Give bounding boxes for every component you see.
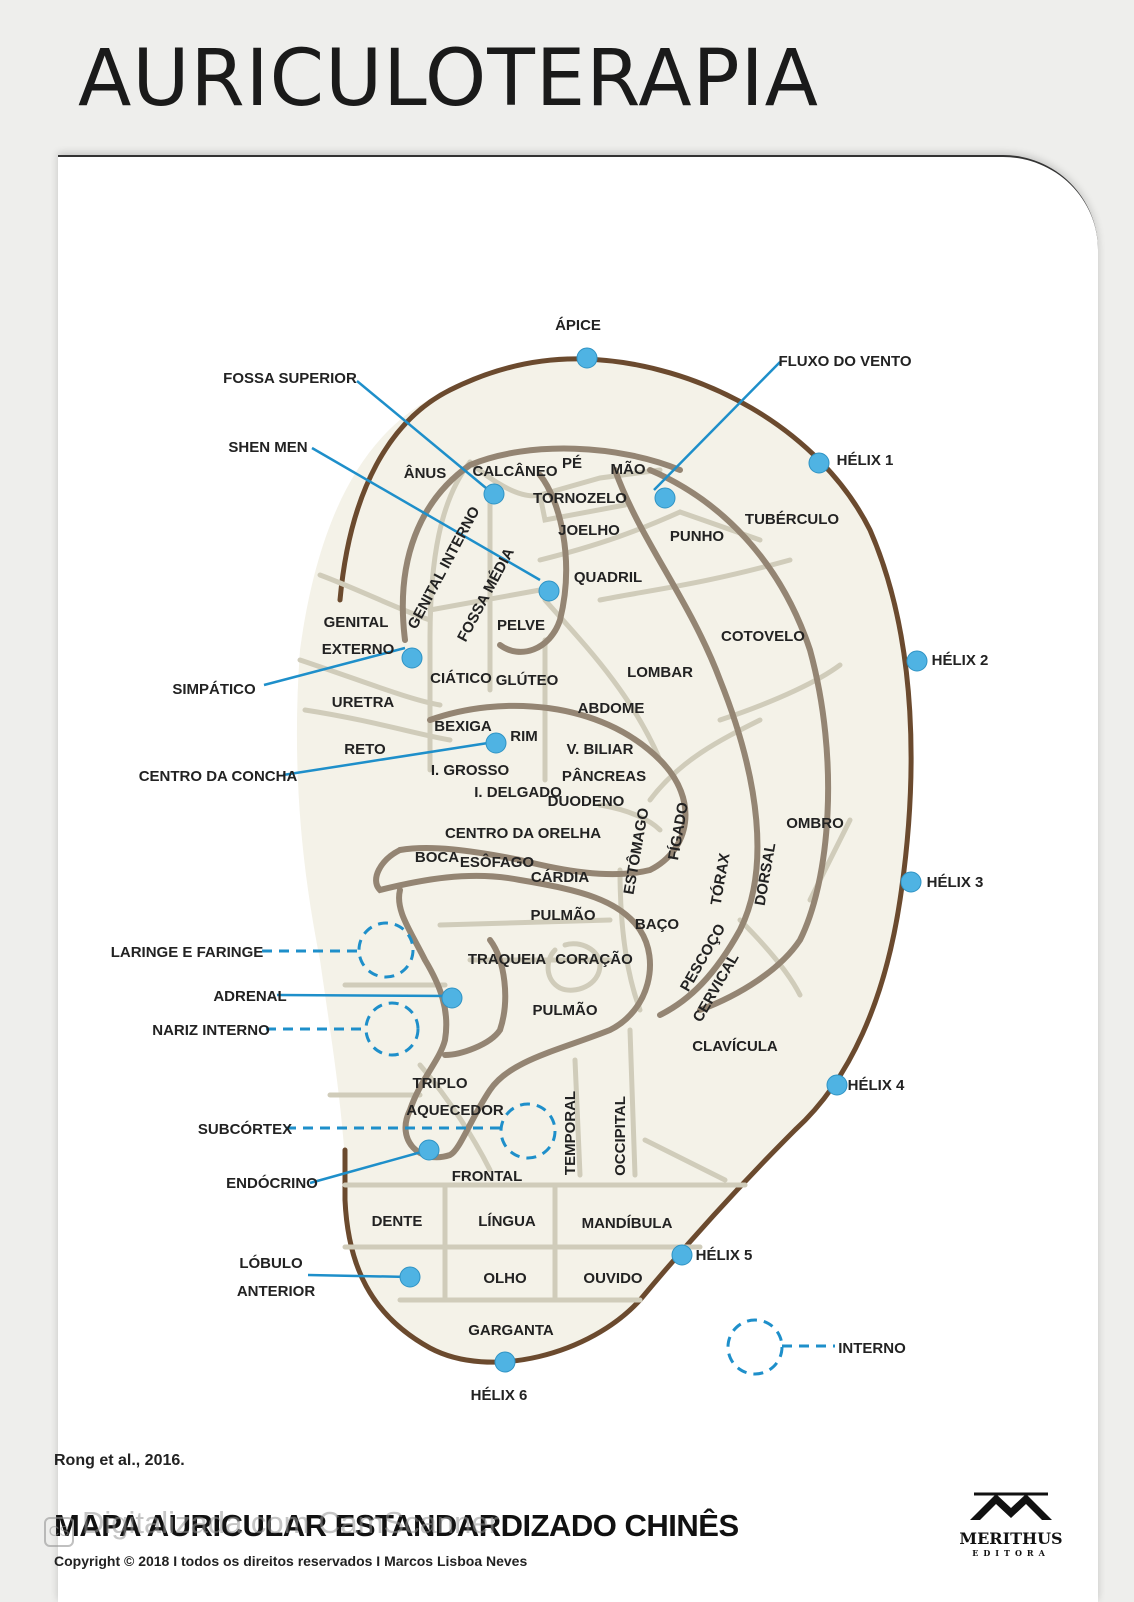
label-triplo: TRIPLO bbox=[413, 1075, 468, 1092]
label-bexiga: BEXIGA bbox=[434, 718, 492, 735]
label-traqueia: TRAQUEIA bbox=[468, 951, 547, 968]
label-genital-externo-2: EXTERNO bbox=[322, 641, 395, 658]
label-endocrino: ENDÓCRINO bbox=[226, 1174, 318, 1192]
label-quadril: QUADRIL bbox=[574, 569, 642, 586]
label-v-biliar: V. BILIAR bbox=[567, 741, 634, 758]
label-ouvido: OUVIDO bbox=[583, 1270, 643, 1287]
label-mao: MÃO bbox=[611, 460, 646, 478]
label-shen-men: SHEN MEN bbox=[228, 439, 307, 456]
label-interno: INTERNO bbox=[838, 1340, 906, 1357]
label-genital-externo-1: GENITAL bbox=[324, 614, 389, 631]
label-frontal: FRONTAL bbox=[452, 1168, 523, 1185]
labels: ÁPICE FOSSA SUPERIOR SHEN MEN FLUXO DO V… bbox=[111, 317, 989, 1404]
label-laringe-e-faringe: LARINGE E FARINGE bbox=[111, 944, 264, 961]
label-helix-4: HÉLIX 4 bbox=[848, 1077, 905, 1094]
label-reto: RETO bbox=[344, 741, 386, 758]
publisher-logo: MERITHUS EDITORA bbox=[956, 1488, 1066, 1558]
label-pancreas: PÂNCREAS bbox=[562, 767, 646, 785]
label-rim: RIM bbox=[510, 728, 538, 745]
logo-name: MERITHUS bbox=[959, 1529, 1063, 1548]
ridges bbox=[373, 445, 832, 1161]
copyright: Copyright © 2018 I todos os direitos res… bbox=[54, 1553, 528, 1569]
label-clavicula: CLAVÍCULA bbox=[692, 1038, 778, 1055]
label-tuberculo: TUBÉRCULO bbox=[745, 511, 839, 528]
map-title: MAPA AURICULAR ESTANDARDIZADO CHINÊS bbox=[54, 1508, 739, 1543]
acupoints bbox=[399, 347, 928, 1373]
camscanner-icon: CS bbox=[44, 1517, 74, 1547]
label-i-delgado: I. DELGADO bbox=[474, 784, 562, 801]
label-lombar: LOMBAR bbox=[627, 664, 693, 681]
scanner-text: Digitalizada com CamScanner bbox=[82, 1505, 499, 1540]
citation: Rong et al., 2016. bbox=[54, 1452, 185, 1469]
internal-point-circles bbox=[357, 921, 784, 1376]
label-aquecedor: AQUECEDOR bbox=[406, 1102, 504, 1119]
label-gluteo: GLÚTEO bbox=[496, 671, 559, 689]
label-ombro: OMBRO bbox=[786, 815, 844, 832]
dashed-leaders bbox=[262, 949, 835, 1348]
label-subcortex: SUBCÓRTEX bbox=[198, 1120, 292, 1138]
label-garganta: GARGANTA bbox=[468, 1322, 554, 1339]
label-adrenal: ADRENAL bbox=[213, 988, 286, 1005]
logo-mark-icon bbox=[970, 1492, 1052, 1520]
scanner-watermark: CS Digitalizada com CamScanner bbox=[44, 1505, 499, 1547]
label-apice: ÁPICE bbox=[555, 317, 601, 334]
label-helix-5: HÉLIX 5 bbox=[696, 1247, 753, 1264]
label-baco: BAÇO bbox=[635, 916, 679, 933]
label-pulmao-1: PULMÃO bbox=[531, 906, 596, 924]
label-olho: OLHO bbox=[483, 1270, 527, 1287]
label-lobulo-1: LÓBULO bbox=[239, 1254, 303, 1272]
label-helix-2: HÉLIX 2 bbox=[932, 652, 989, 669]
label-temporal: TEMPORAL bbox=[562, 1091, 579, 1175]
label-lobulo-2: ANTERIOR bbox=[237, 1283, 316, 1300]
label-abdome: ABDOME bbox=[578, 700, 645, 717]
page-title: AURICULOTERAPIA bbox=[78, 34, 819, 124]
label-duodeno: DUODENO bbox=[548, 793, 625, 810]
label-fossa-superior: FOSSA SUPERIOR bbox=[223, 370, 357, 387]
label-pe: PÉ bbox=[562, 455, 582, 472]
label-fluxo-do-vento: FLUXO DO VENTO bbox=[778, 353, 911, 370]
label-ciatico: CIÁTICO bbox=[430, 670, 492, 687]
label-nariz-interno: NARIZ INTERNO bbox=[152, 1022, 270, 1039]
label-centro-da-orelha: CENTRO DA ORELHA bbox=[445, 825, 601, 842]
label-cotovelo: COTOVELO bbox=[721, 628, 805, 645]
helix-rim bbox=[337, 356, 914, 1365]
leader-lines bbox=[263, 361, 781, 1279]
label-centro-da-concha: CENTRO DA CONCHA bbox=[139, 768, 298, 785]
label-tornozelo: TORNOZELO bbox=[533, 490, 627, 507]
label-mandibula: MANDÍBULA bbox=[582, 1215, 673, 1232]
label-pelve: PELVE bbox=[497, 617, 545, 634]
label-helix-3: HÉLIX 3 bbox=[927, 874, 984, 891]
label-punho: PUNHO bbox=[670, 528, 725, 545]
label-helix-1: HÉLIX 1 bbox=[837, 452, 894, 469]
label-dente: DENTE bbox=[372, 1213, 423, 1230]
label-anus: ÂNUS bbox=[404, 464, 447, 482]
logo-sub: EDITORA bbox=[972, 1548, 1050, 1558]
label-occipital: OCCIPITAL bbox=[612, 1096, 629, 1176]
label-simpatico: SIMPÁTICO bbox=[172, 681, 256, 698]
label-cardia: CÁRDIA bbox=[531, 869, 589, 886]
label-joelho: JOELHO bbox=[558, 522, 620, 539]
label-esofago: ESÔFAGO bbox=[460, 853, 535, 871]
label-pulmao-2: PULMÃO bbox=[533, 1001, 598, 1019]
label-lingua: LÍNGUA bbox=[478, 1213, 536, 1230]
ear-shape bbox=[296, 358, 912, 1363]
label-calcaneo: CALCÂNEO bbox=[473, 462, 558, 480]
label-i-grosso: I. GROSSO bbox=[431, 762, 510, 779]
label-uretra: URETRA bbox=[332, 694, 395, 711]
label-coracao: CORAÇÃO bbox=[555, 950, 633, 968]
label-helix-6: HÉLIX 6 bbox=[471, 1387, 528, 1404]
label-boca: BOCA bbox=[415, 849, 459, 866]
